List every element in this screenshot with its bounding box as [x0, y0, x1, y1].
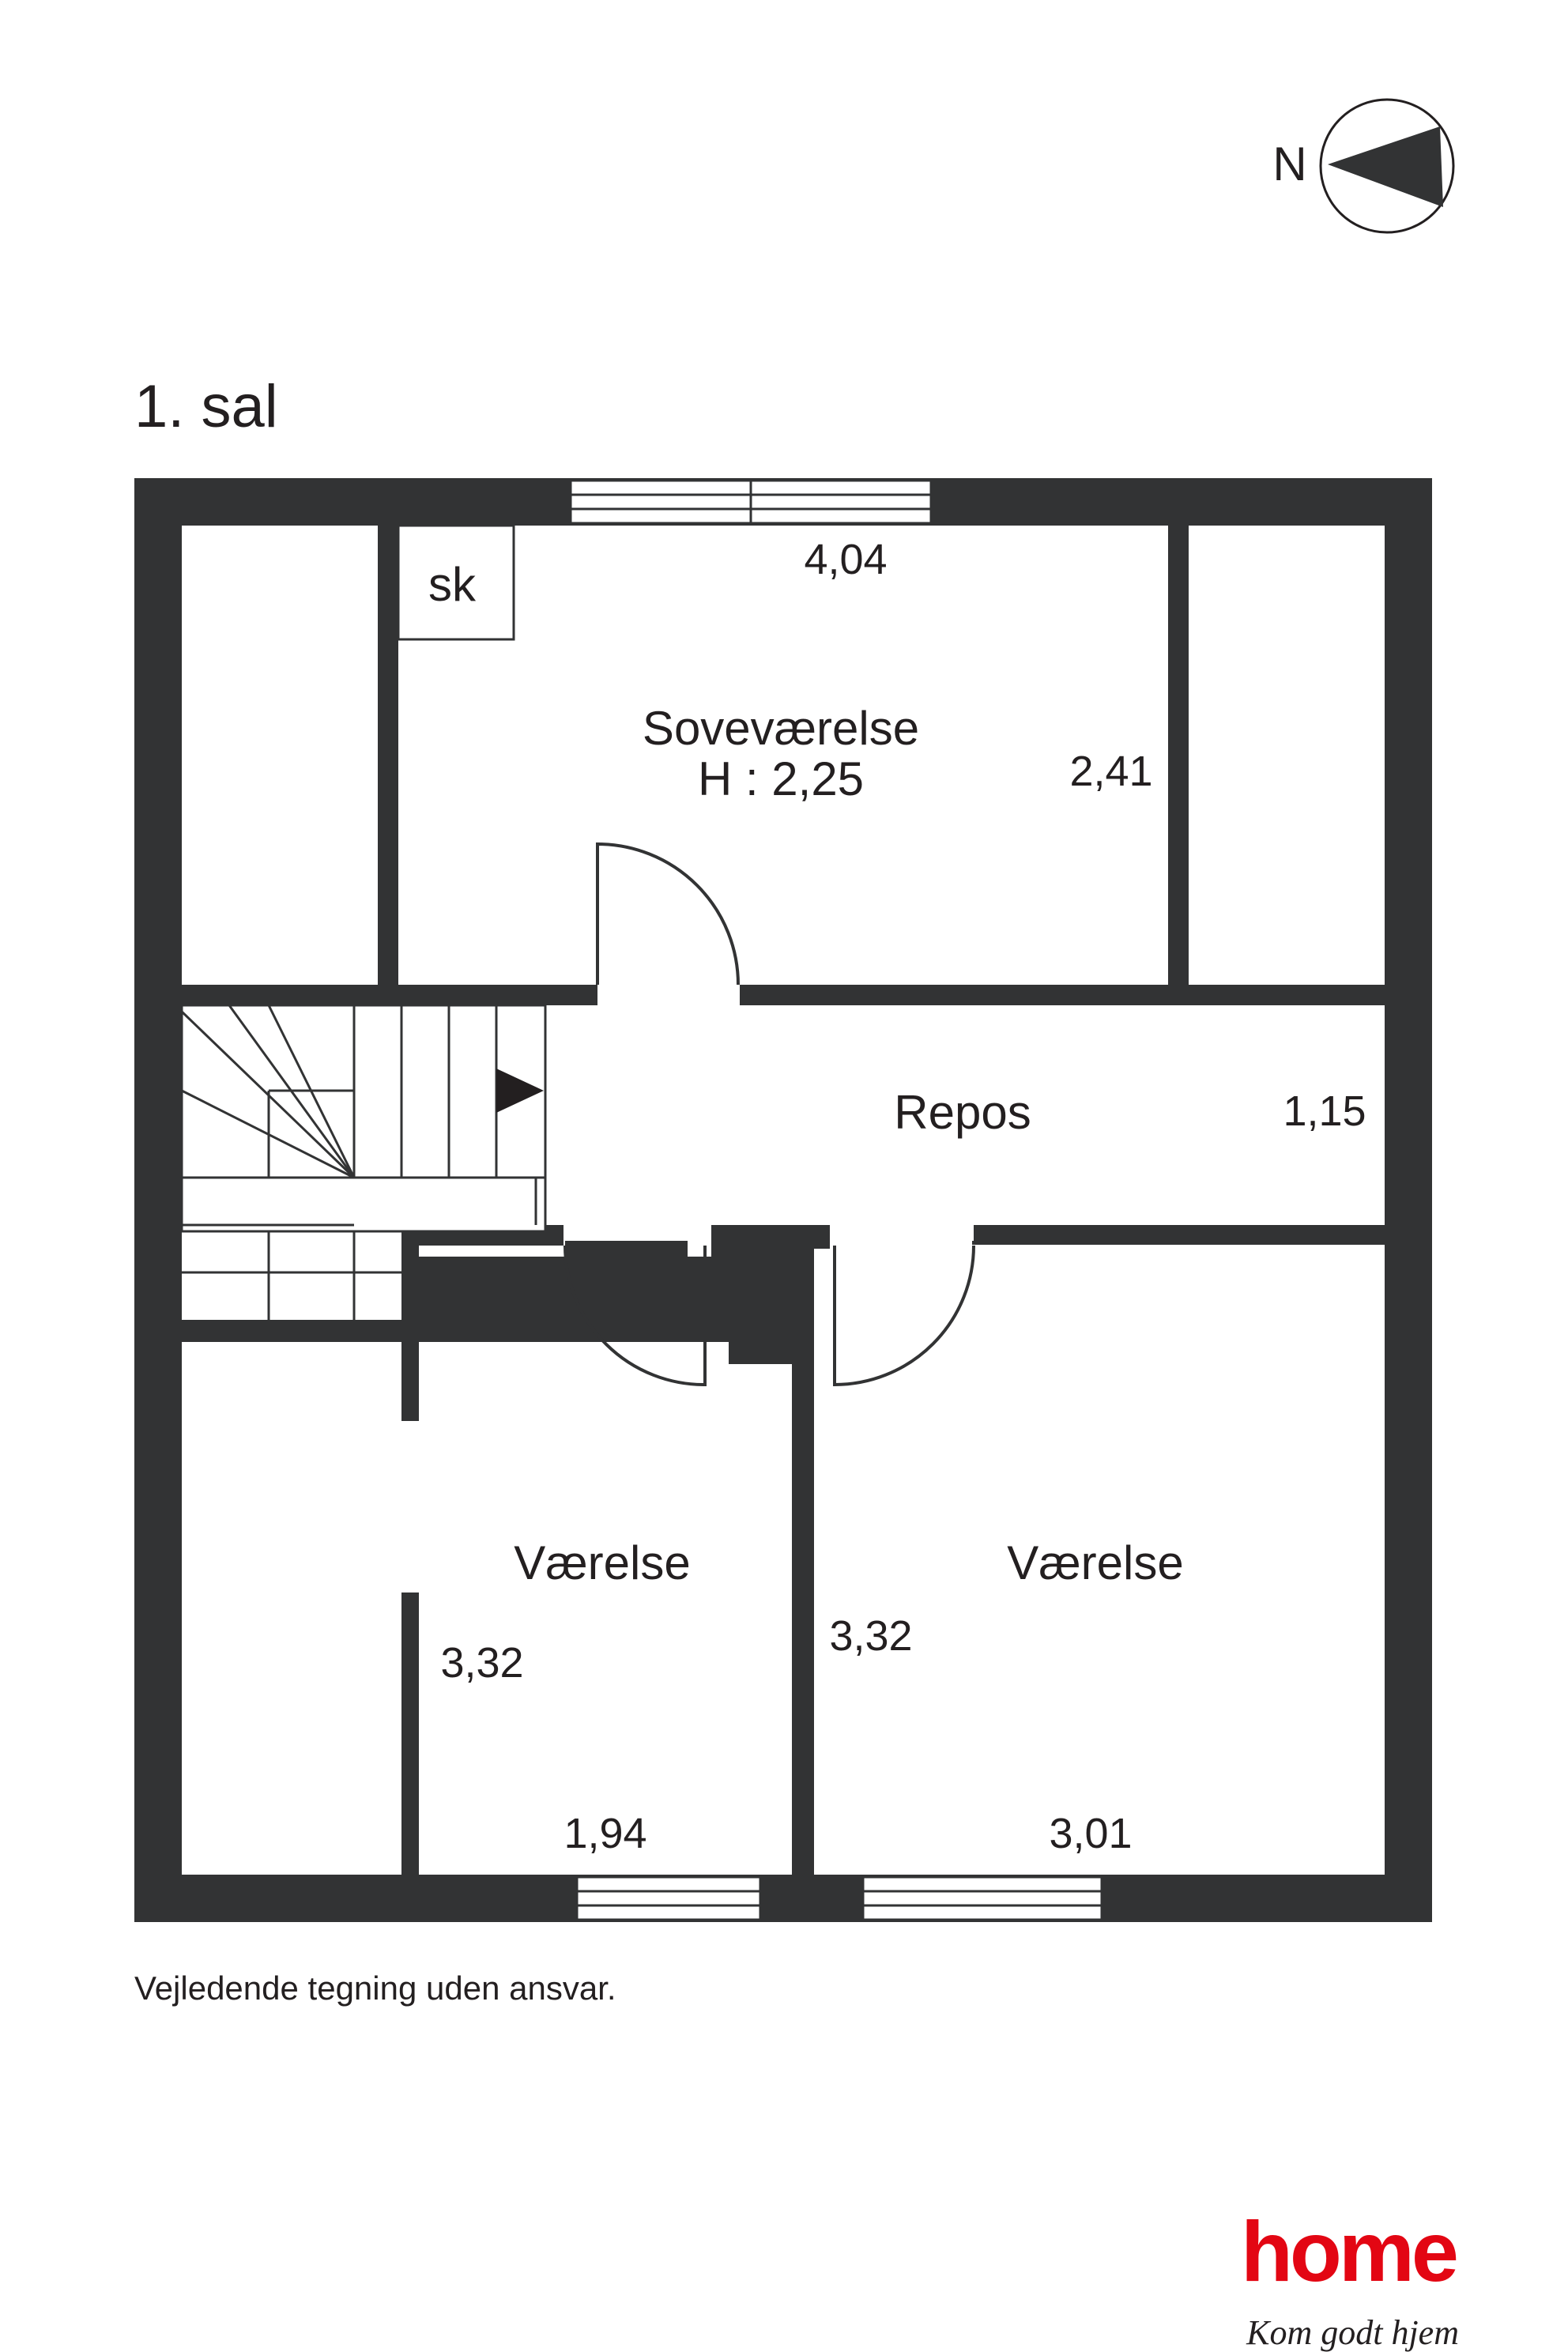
- compass-ring: [1319, 98, 1455, 234]
- brand-name: home: [1241, 2203, 1457, 2299]
- doors: [564, 842, 975, 1387]
- landing-depth: 1,15: [1283, 1087, 1366, 1135]
- brand-tagline: Kom godt hjem: [1246, 2313, 1459, 2352]
- bedroom-name: Soveværelse: [643, 702, 919, 755]
- bedroom-width: 4,04: [804, 536, 887, 583]
- door-bedroom: [596, 842, 740, 986]
- room-labels: Soveværelse H : 2,25 4,04 2,41 Repos 1,1…: [440, 536, 1366, 1857]
- compass-north-label: N: [1272, 138, 1306, 190]
- bedroom-height: H : 2,25: [698, 752, 864, 805]
- room-left-width: 1,94: [564, 1810, 646, 1857]
- closet-label: sk: [428, 558, 477, 611]
- compass: N: [1272, 98, 1455, 234]
- brand-logo: home Kom godt hjem: [1241, 2203, 1460, 2352]
- compass-arrow-icon: [1328, 126, 1443, 207]
- floor-title: 1. sal: [134, 373, 278, 440]
- room-left-name: Værelse: [514, 1536, 690, 1589]
- staircase: [180, 1004, 547, 1320]
- room-right-width: 3,01: [1049, 1810, 1132, 1857]
- room-left-depth: 3,32: [440, 1639, 523, 1687]
- door-right-room: [833, 1245, 975, 1387]
- window-bottom-left: [575, 1875, 762, 1921]
- landing-name: Repos: [894, 1086, 1031, 1139]
- room-right-name: Værelse: [1007, 1536, 1183, 1589]
- windows: [569, 479, 1103, 1921]
- disclaimer: Vejledende tegning uden ansvar.: [134, 1969, 616, 2007]
- door-left-room: [564, 1245, 707, 1387]
- wall-details: [182, 985, 1385, 1875]
- closet: sk: [397, 524, 515, 641]
- window-bottom-right: [861, 1875, 1103, 1921]
- room-right-depth: 3,32: [829, 1612, 912, 1660]
- stair-direction-arrow-icon: [496, 1069, 544, 1113]
- bedroom-depth: 2,41: [1069, 748, 1152, 795]
